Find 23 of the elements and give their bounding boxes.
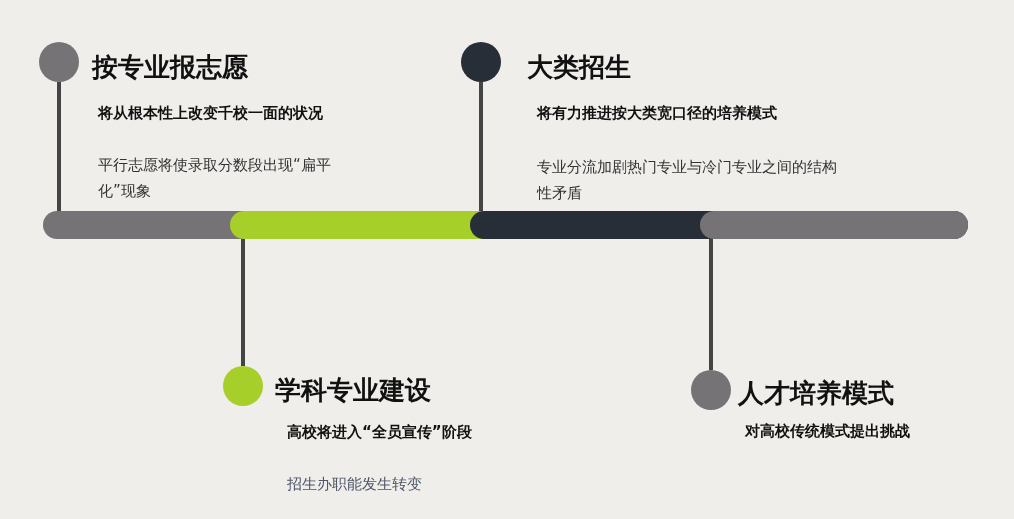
- connector-line: [709, 239, 713, 370]
- milestone-description: 平行志愿将使录取分数段出现“扁平化”现象: [98, 155, 332, 202]
- milestone-subtitle: 高校将进入“全员宣传”阶段: [287, 422, 472, 442]
- milestone-circle: [39, 42, 79, 82]
- milestone-subtitle: 对高校传统模式提出挑战: [745, 421, 910, 441]
- timeline-segment: [470, 211, 700, 239]
- milestone-circle: [691, 370, 731, 410]
- milestone-circle: [461, 42, 501, 82]
- milestone-description: 专业分流加剧热门专业与冷门专业之间的结构性矛盾: [537, 157, 837, 204]
- milestone-subtitle: 将有力推进按大类宽口径的培养模式: [537, 103, 777, 123]
- connector-line: [57, 82, 61, 211]
- milestone-circle: [223, 366, 263, 406]
- connector-line: [241, 239, 245, 366]
- milestone-heading: 学科专业建设: [275, 374, 431, 406]
- timeline-segment: [43, 211, 230, 239]
- timeline-segment: [700, 211, 968, 239]
- milestone-heading: 按专业报志愿: [92, 51, 248, 83]
- milestone-heading: 大类招生: [527, 51, 631, 83]
- timeline-segment: [230, 211, 470, 239]
- milestone-description: 招生办职能发生转变: [287, 474, 423, 495]
- milestone-subtitle: 将从根本性上改变千校一面的状况: [98, 103, 323, 123]
- connector-line: [479, 82, 483, 211]
- milestone-heading: 人才培养模式: [738, 377, 894, 409]
